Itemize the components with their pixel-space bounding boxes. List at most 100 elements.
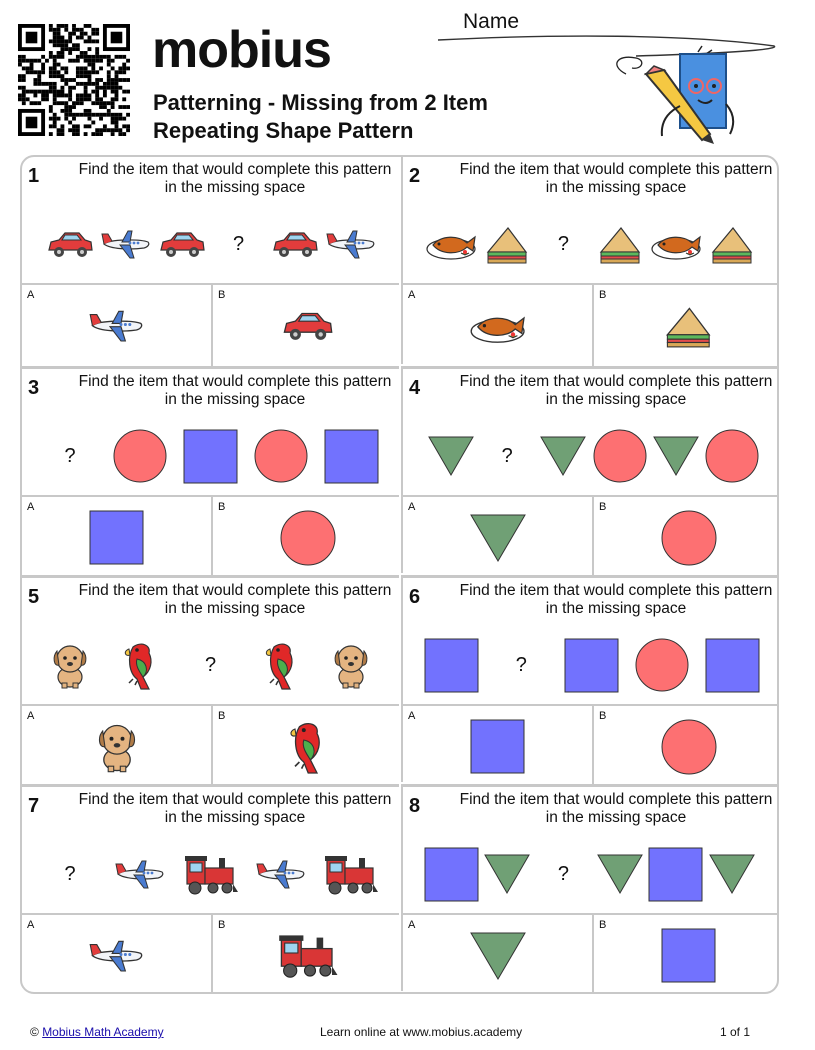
- answer-options: A B: [403, 913, 777, 992]
- car-icon: [265, 211, 325, 277]
- answer-label-a: A: [27, 289, 35, 301]
- dog-icon: [321, 632, 381, 698]
- problems-grid: 1 Find the item that would complete this…: [20, 155, 779, 994]
- triangle-icon: [403, 497, 592, 578]
- square-icon: [562, 632, 622, 698]
- plane-icon: [321, 211, 381, 277]
- problem-number: 8: [409, 795, 421, 817]
- missing-item-placeholder: ?: [233, 232, 245, 255]
- triangle-icon: [477, 841, 537, 907]
- pattern-sequence: ?: [22, 632, 399, 698]
- fish-icon: [646, 211, 706, 277]
- plane-icon: [251, 841, 311, 907]
- parrot-icon: [213, 706, 402, 787]
- plane-icon: [96, 211, 156, 277]
- mobius-logo: mobius: [152, 22, 332, 78]
- square-icon: [421, 632, 481, 698]
- answer-label-a: A: [408, 501, 416, 513]
- answer-option-a[interactable]: A: [403, 285, 592, 366]
- train-icon: [321, 841, 381, 907]
- answer-option-a[interactable]: A: [22, 285, 211, 366]
- problem-number: 3: [28, 377, 40, 399]
- problem-instruction: Find the item that would complete this p…: [459, 373, 773, 408]
- square-icon: [702, 632, 762, 698]
- pattern-sequence: ?: [22, 211, 399, 277]
- problem-number: 7: [28, 795, 40, 817]
- problem-instruction: Find the item that would complete this p…: [78, 373, 392, 408]
- pattern-sequence: ?: [403, 841, 777, 907]
- problem-6: 6 Find the item that would complete this…: [401, 575, 777, 787]
- answer-option-b[interactable]: B: [592, 285, 777, 366]
- plane-icon: [22, 285, 211, 366]
- footer-page-number: 1 of 1: [720, 1025, 751, 1039]
- sandwich-icon: [702, 211, 762, 277]
- problem-7: 7 Find the item that would complete this…: [22, 784, 402, 992]
- answer-option-b[interactable]: B: [211, 706, 400, 787]
- answer-option-b[interactable]: B: [211, 497, 400, 578]
- triangle-icon: [403, 915, 592, 992]
- problem-instruction: Find the item that would complete this p…: [459, 161, 773, 196]
- car-icon: [152, 211, 212, 277]
- answer-option-b[interactable]: B: [592, 706, 777, 787]
- answer-label-a: A: [27, 501, 35, 513]
- mascot-pencil-icon: [616, 45, 735, 144]
- square-icon: [22, 497, 211, 578]
- answer-option-a[interactable]: A: [403, 497, 592, 578]
- answer-label-a: A: [27, 710, 35, 722]
- problem-1: 1 Find the item that would complete this…: [22, 157, 400, 366]
- fish-icon: [403, 285, 592, 366]
- circle-icon: [632, 632, 692, 698]
- dog-icon: [22, 706, 211, 787]
- answer-label-b: B: [218, 919, 226, 931]
- square-icon: [321, 423, 381, 489]
- answer-option-b[interactable]: B: [211, 915, 402, 992]
- sandwich-icon: [590, 211, 650, 277]
- square-icon: [181, 423, 241, 489]
- mobius-academy-link[interactable]: Mobius Math Academy: [42, 1025, 164, 1039]
- answer-option-b[interactable]: B: [592, 497, 777, 578]
- missing-item-placeholder: ?: [501, 444, 513, 467]
- name-label: Name: [463, 10, 520, 33]
- parrot-icon: [251, 632, 311, 698]
- footer-learn-online: Learn online at www.mobius.academy: [320, 1025, 523, 1039]
- problem-instruction: Find the item that would complete this p…: [459, 582, 773, 617]
- missing-item-placeholder: ?: [557, 862, 569, 885]
- answer-options: A B: [403, 704, 777, 787]
- plane-icon: [22, 915, 211, 992]
- answer-options: A B: [403, 283, 777, 366]
- answer-option-a[interactable]: A: [403, 706, 592, 787]
- circle-icon: [251, 423, 311, 489]
- answer-label-a: A: [27, 919, 35, 931]
- answer-option-a[interactable]: A: [22, 915, 211, 992]
- triangle-icon: [702, 841, 762, 907]
- problem-instruction: Find the item that would complete this p…: [78, 791, 392, 826]
- answer-label-b: B: [599, 289, 607, 301]
- answer-option-b[interactable]: B: [592, 915, 777, 992]
- sandwich-icon: [477, 211, 537, 277]
- missing-item-placeholder: ?: [204, 653, 217, 676]
- fish-icon: [421, 211, 481, 277]
- answer-label-a: A: [408, 710, 416, 722]
- triangle-icon: [646, 423, 706, 489]
- circle-icon: [702, 423, 762, 489]
- problem-number: 1: [28, 165, 40, 187]
- circle-icon: [110, 423, 170, 489]
- problem-3: 3 Find the item that would complete this…: [22, 366, 399, 578]
- answer-option-b[interactable]: B: [211, 285, 400, 366]
- pattern-sequence: ?: [403, 632, 777, 698]
- problem-instruction: Find the item that would complete this p…: [459, 791, 773, 826]
- answer-options: A B: [22, 495, 399, 578]
- answer-label-a: A: [408, 289, 416, 301]
- problem-2: 2 Find the item that would complete this…: [401, 157, 777, 366]
- answer-option-a[interactable]: A: [22, 706, 211, 787]
- answer-option-a[interactable]: A: [403, 915, 592, 992]
- circle-icon: [590, 423, 650, 489]
- square-icon: [594, 915, 777, 992]
- parrot-icon: [110, 632, 170, 698]
- problem-number: 6: [409, 586, 421, 608]
- train-icon: [213, 915, 402, 992]
- answer-label-a: A: [408, 919, 416, 931]
- circle-icon: [213, 497, 402, 578]
- pattern-sequence: ?: [403, 423, 777, 489]
- answer-option-a[interactable]: A: [22, 497, 211, 578]
